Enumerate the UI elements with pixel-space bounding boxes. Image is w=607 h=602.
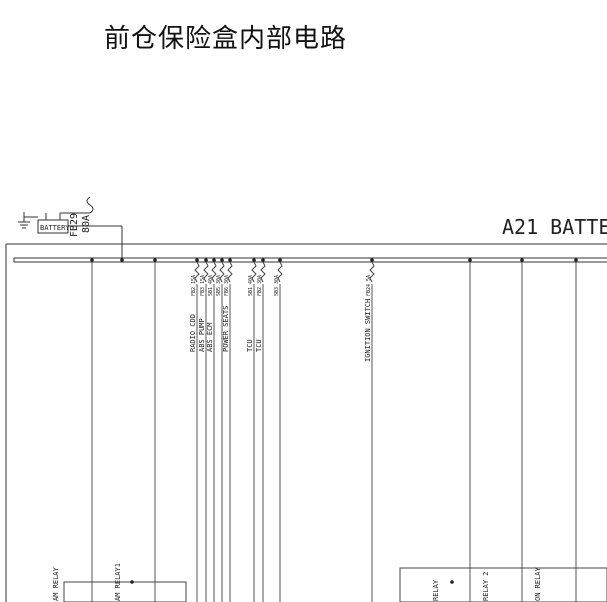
relay-label-left-2: AM RELAY1	[114, 563, 122, 601]
header-label: A21 BATTE	[502, 215, 607, 239]
branch-5: FB6 30A POWER SEATS	[222, 258, 233, 602]
load-label: RADIO_CDD	[189, 314, 197, 352]
branch-6: SB1 40A TCU	[246, 258, 257, 602]
branch-junction	[252, 258, 256, 262]
fuse-symbol	[260, 261, 266, 283]
fused-branches: FB2 15A RADIO_CDD FB3 15A ABS PUMP SB1 40A AB…	[189, 258, 375, 602]
fuse-symbol	[251, 261, 257, 283]
branch-3: SB1 40A ABS ECM	[206, 258, 217, 602]
relay-box-right	[399, 567, 607, 602]
branch-junction	[212, 258, 216, 262]
load-label: ABS PUMP	[198, 318, 206, 352]
fuse-symbol	[194, 261, 200, 283]
page-title: 前仓保险盒内部电路	[104, 24, 348, 54]
branch-8: SB3 30A	[274, 258, 283, 602]
fuse-label: FB2 30A	[257, 275, 263, 296]
branch-junction	[204, 258, 208, 262]
load-label: TCU	[246, 339, 254, 352]
fuse-symbol	[219, 261, 225, 283]
branch-junction	[220, 258, 224, 262]
load-label: IGNITION SWITCH	[364, 299, 372, 362]
fuse-label: SB3 30A	[274, 275, 280, 296]
relay-label-left-1: AM RELAY	[52, 566, 60, 601]
branch-junction	[195, 258, 199, 262]
main-fuse-id: FB29	[69, 213, 80, 237]
fuse-label: SB1 40A	[248, 275, 254, 296]
relay-box-left	[63, 581, 187, 602]
relay-label-right-2: RELAY 2	[482, 571, 490, 601]
fuse-label: FB24 5A	[366, 275, 372, 296]
fuse-label: FB3 15A	[200, 275, 206, 296]
branch-junction	[228, 258, 232, 262]
main-fuse-rating: 80A	[81, 215, 92, 233]
load-label: TCU	[255, 339, 263, 352]
fuse-label: FB6 30A	[224, 275, 230, 296]
branch-junction	[370, 258, 374, 262]
branch-4: SB5 30A	[216, 258, 225, 602]
branch-junction	[261, 258, 265, 262]
fuse-symbol	[369, 261, 375, 283]
fuse-symbol	[277, 261, 283, 283]
branch-9: FB24 5A IGNITION SWITCH	[364, 258, 375, 602]
battery-label: BATTERY	[40, 224, 70, 232]
load-label: ABS ECM	[206, 322, 214, 352]
main-fuse-symbol	[86, 196, 94, 214]
relay-label-right-1: RELAY	[432, 579, 440, 601]
relay-label-right-3: ON RELAY	[534, 566, 542, 601]
branch-2: FB3 15A ABS PUMP	[198, 258, 209, 602]
fuse-symbol	[211, 261, 217, 283]
load-label: POWER SEATS	[222, 306, 230, 352]
fuse-symbol	[203, 261, 209, 283]
branch-1: FB2 15A RADIO_CDD	[189, 258, 200, 602]
branch-7: FB2 30A TCU	[255, 258, 266, 602]
fuse-label: SB1 40A	[208, 275, 214, 296]
fuse-label: SB5 30A	[216, 275, 222, 296]
branch-junction	[278, 258, 282, 262]
fuse-label: FB2 15A	[191, 275, 197, 296]
unlabelled-feeders	[91, 262, 577, 602]
fuse-symbol	[227, 261, 233, 283]
